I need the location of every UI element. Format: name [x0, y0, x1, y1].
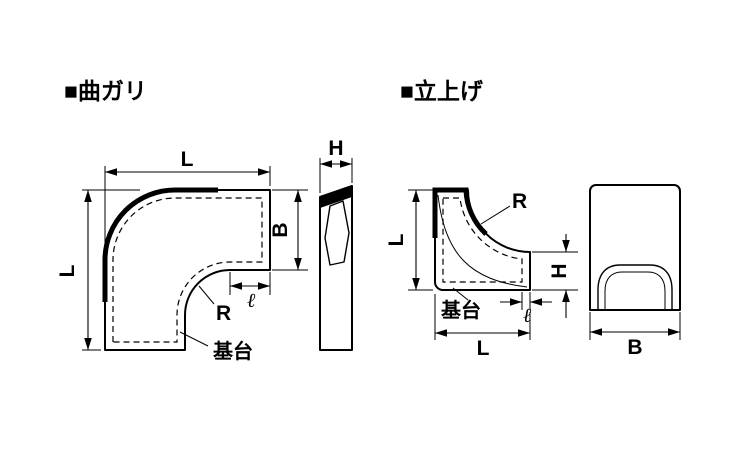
bend-radius-label: R: [216, 302, 231, 325]
bend-left-length-label: L: [56, 264, 79, 277]
bend-section-title: ■曲ガリ: [64, 78, 147, 104]
riser-ramp-curve: [437, 194, 528, 288]
bend-front-view: L L B R ℓ 基台: [56, 148, 308, 363]
riser-radius-leader: [480, 205, 511, 225]
bend-width-label: B: [269, 222, 292, 237]
riser-base-label: 基台: [441, 298, 481, 322]
riser-front-view: R L H ℓ 基台 L: [385, 187, 578, 360]
bend-radius-leader: [198, 285, 215, 305]
riser-cover-thick-edge: [432, 187, 488, 238]
bend-outline: [104, 189, 271, 351]
riser-base-dashed-outline: [442, 197, 523, 283]
riser-duct-profile-outer: [597, 264, 673, 309]
bend-height-label: H: [328, 137, 343, 160]
riser-bottom-length-label: L: [477, 337, 490, 360]
riser-height-label: H: [548, 263, 571, 278]
bend-base-leader: [179, 331, 209, 347]
bend-cover-thick-edge: [102, 187, 218, 302]
riser-section-title: ■立上げ: [400, 78, 484, 104]
bend-side-channel-section: [324, 200, 350, 266]
bend-top-length-label: L: [181, 148, 194, 171]
riser-width-label: B: [627, 336, 642, 359]
riser-left-length-label: L: [385, 233, 408, 246]
bend-base-dashed-outline: [112, 197, 263, 343]
riser-side-view: B: [589, 184, 681, 359]
riser-radius-label: R: [512, 190, 527, 213]
bend-side-view: H: [319, 137, 353, 351]
bend-ell-label: ℓ: [247, 288, 256, 312]
riser-section: ■立上げ R L H: [385, 78, 681, 360]
bend-section: ■曲ガリ L L B R: [56, 78, 353, 363]
bend-base-label: 基台: [213, 339, 253, 363]
bend-side-top-cap: [320, 186, 352, 208]
riser-base-leader: [452, 287, 469, 301]
riser-duct-profile-inner: [604, 271, 666, 309]
riser-ell-label: ℓ: [523, 303, 532, 327]
